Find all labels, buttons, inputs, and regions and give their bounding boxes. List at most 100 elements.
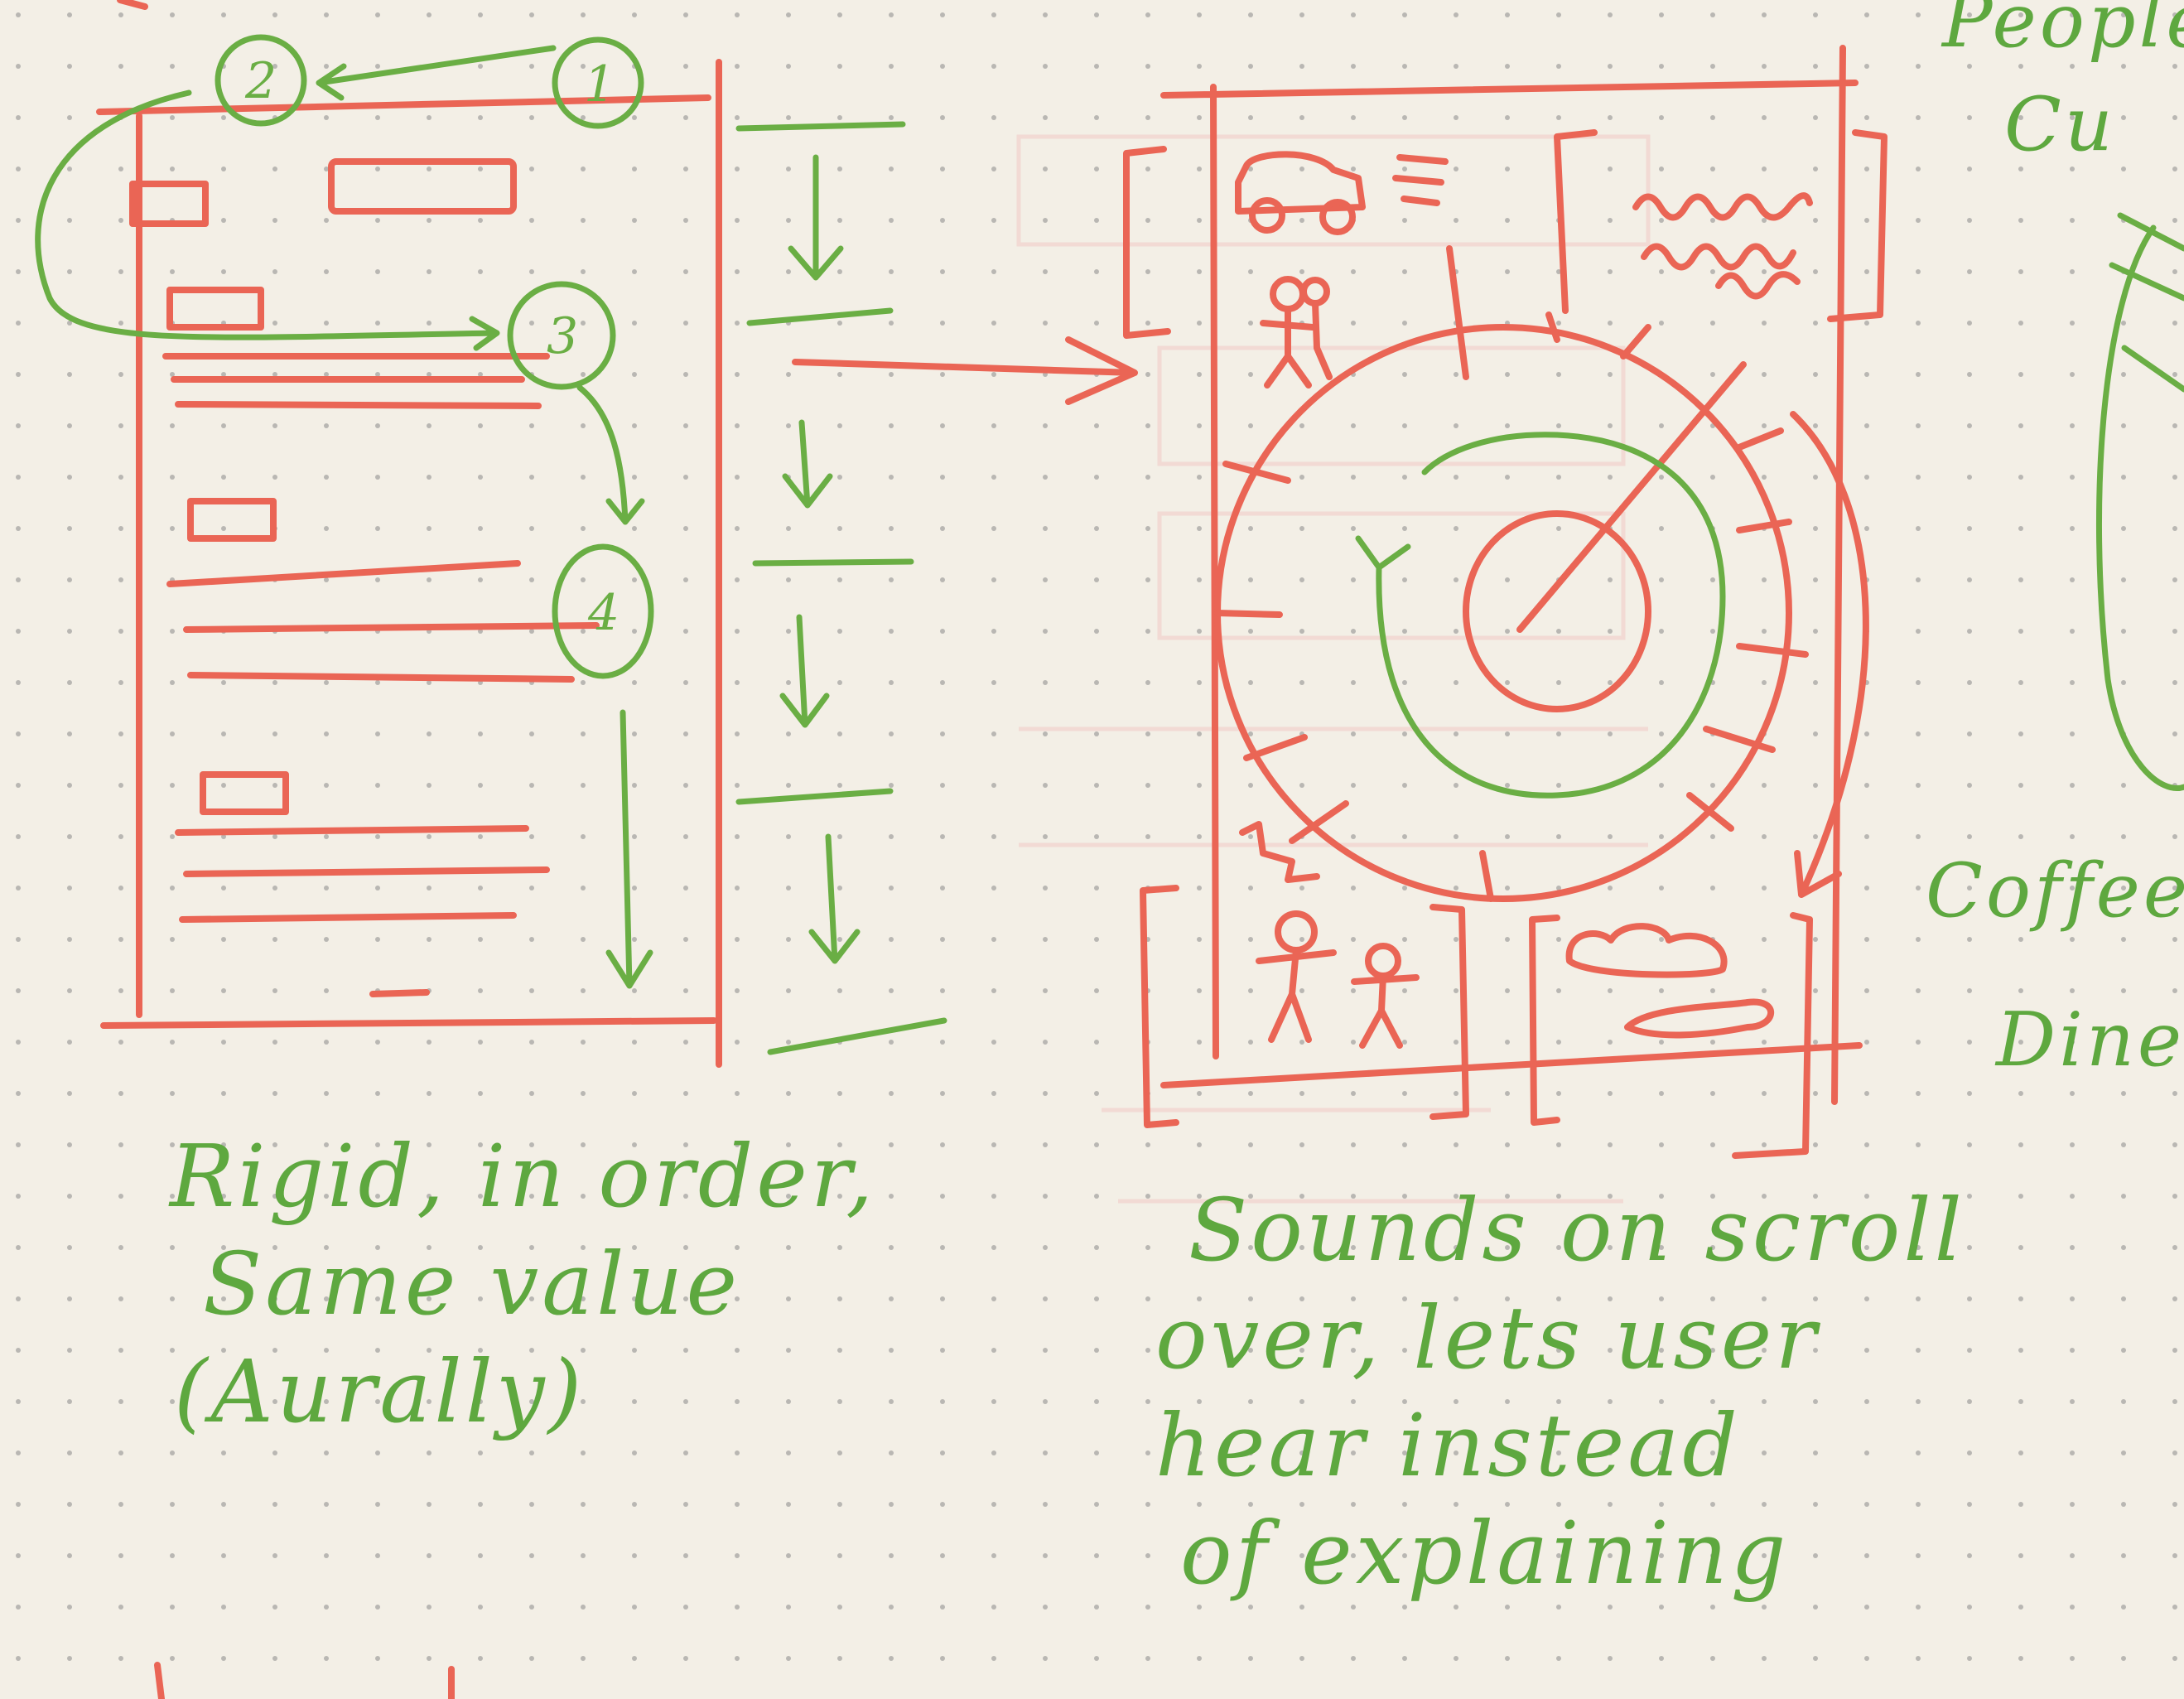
grid-dot xyxy=(1505,12,1510,17)
grid-dot xyxy=(786,269,791,274)
grid-dot xyxy=(1505,783,1510,788)
grid-dot xyxy=(67,577,72,582)
grid-dot xyxy=(940,680,945,685)
grid-dot xyxy=(1248,680,1253,685)
grid-dot xyxy=(16,372,21,377)
grid-dot xyxy=(786,423,791,428)
grid-dot xyxy=(1710,64,1715,69)
grid-dot xyxy=(16,1296,21,1301)
grid-dot xyxy=(1710,1142,1715,1147)
grid-dot xyxy=(786,526,791,531)
grid-dot xyxy=(1043,1142,1048,1147)
grid-dot xyxy=(1145,1399,1150,1404)
grid-dot xyxy=(581,1656,586,1661)
grid-dot xyxy=(786,115,791,120)
grid-dot xyxy=(2070,1142,2075,1147)
grid-dot xyxy=(272,731,277,736)
grid-dot xyxy=(118,1656,123,1661)
grid-dot xyxy=(1043,1040,1048,1045)
grid-dot xyxy=(1454,783,1458,788)
grid-dot xyxy=(1967,526,1972,531)
grid-dot xyxy=(1248,167,1253,171)
grid-dot xyxy=(683,680,688,685)
grid-dot xyxy=(581,731,586,736)
grid-dot xyxy=(1556,1605,1561,1610)
grid-dot xyxy=(1505,629,1510,634)
grid-dot xyxy=(478,64,483,69)
grid-dot xyxy=(991,1296,996,1301)
grid-dot xyxy=(837,834,842,839)
grid-dot xyxy=(324,577,329,582)
grid-dot xyxy=(2018,269,2023,274)
grid-dot xyxy=(478,1450,483,1455)
grid-dot xyxy=(2121,1502,2126,1507)
grid-dot xyxy=(1248,834,1253,839)
grid-dot xyxy=(1762,937,1767,942)
grid-dot xyxy=(324,1605,329,1610)
grid-dot xyxy=(1299,1399,1304,1404)
grid-dot xyxy=(529,218,534,223)
grid-dot xyxy=(529,1605,534,1610)
grid-dot xyxy=(581,1348,586,1353)
radial-dial-phone xyxy=(1123,45,1887,1159)
grid-dot xyxy=(1916,1296,1921,1301)
grid-dot xyxy=(889,372,894,377)
grid-dot xyxy=(67,783,72,788)
grid-dot xyxy=(375,167,380,171)
grid-dot xyxy=(940,321,945,326)
grid-dot xyxy=(632,680,637,685)
grid-dot xyxy=(375,1553,380,1558)
grid-dot xyxy=(2172,731,2177,736)
grid-dot xyxy=(1659,1091,1664,1096)
grid-dot xyxy=(1608,423,1613,428)
grid-dot xyxy=(786,1091,791,1096)
grid-dot xyxy=(221,1296,226,1301)
grid-dot xyxy=(632,1245,637,1250)
grid-dot xyxy=(1659,886,1664,891)
grid-dot xyxy=(1556,1399,1561,1404)
grid-dot xyxy=(1762,423,1767,428)
grid-dot xyxy=(735,1091,740,1096)
grid-dot xyxy=(1197,834,1202,839)
grid-dot xyxy=(581,1399,586,1404)
grid-dot xyxy=(632,629,637,634)
grid-dot xyxy=(1608,269,1613,274)
grid-dot xyxy=(170,115,175,120)
grid-dot xyxy=(2018,783,2023,788)
grid-dot xyxy=(2070,1348,2075,1353)
grid-dot xyxy=(427,937,431,942)
grid-dot xyxy=(1864,1245,1869,1250)
grid-dot xyxy=(118,1450,123,1455)
grid-dot xyxy=(683,886,688,891)
grid-dot xyxy=(427,1348,431,1353)
grid-dot xyxy=(1402,167,1407,171)
grid-dot xyxy=(16,1040,21,1045)
grid-dot xyxy=(1351,1040,1356,1045)
grid-dot xyxy=(375,783,380,788)
grid-dot xyxy=(1659,1194,1664,1199)
grid-dot xyxy=(1248,64,1253,69)
grid-dot xyxy=(1094,1656,1099,1661)
grid-dot xyxy=(427,269,431,274)
grid-dot xyxy=(170,988,175,993)
grid-dot xyxy=(581,629,586,634)
grid-dot xyxy=(16,1450,21,1455)
grid-dot xyxy=(2018,1656,2023,1661)
grid-dot xyxy=(1145,475,1150,480)
grid-dot xyxy=(889,731,894,736)
grid-dot xyxy=(837,1450,842,1455)
grid-dot xyxy=(67,115,72,120)
grid-dot xyxy=(1145,1450,1150,1455)
grid-dot xyxy=(889,269,894,274)
grid-dot xyxy=(118,64,123,69)
grid-dot xyxy=(581,64,586,69)
grid-dot xyxy=(67,1142,72,1147)
grid-dot xyxy=(1145,64,1150,69)
grid-dot xyxy=(1864,269,1869,274)
grid-dot xyxy=(786,1296,791,1301)
grid-dot xyxy=(1145,680,1150,685)
grid-dot xyxy=(1813,1502,1818,1507)
grid-dot xyxy=(991,12,996,17)
grid-dot xyxy=(2018,988,2023,993)
